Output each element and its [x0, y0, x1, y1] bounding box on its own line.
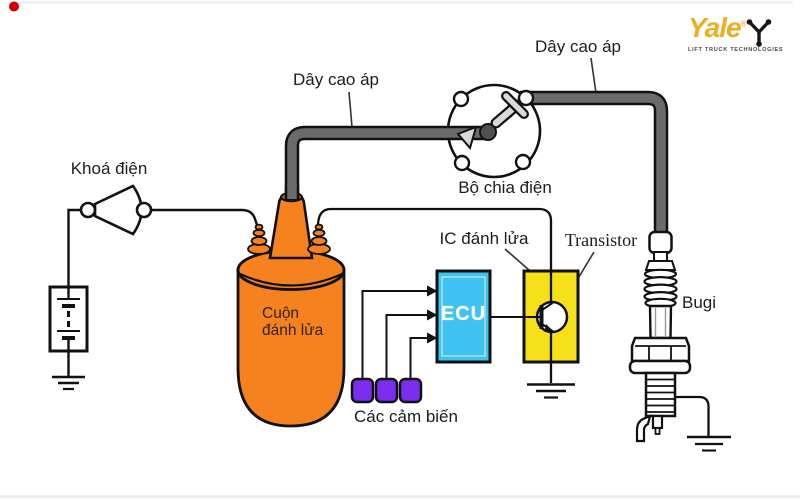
label-pointer-lines	[348, 57, 597, 306]
sensor-block-3	[398, 377, 423, 404]
yale-brand-icon	[746, 19, 772, 47]
coil-body	[236, 268, 346, 428]
label-sensors: Các cảm biến	[354, 407, 458, 426]
yale-tagline: LIFT TRUCK TECHNOLOGIES	[688, 47, 784, 53]
sensor-blocks	[350, 377, 423, 404]
wire-end-boss	[479, 123, 497, 141]
label-ignition-coil: Cuộn đánh lửa	[262, 305, 324, 339]
battery-circuit	[48, 208, 89, 391]
transistor-symbol	[490, 300, 569, 334]
label-distributor: Bộ chia điện	[458, 178, 552, 197]
label-high-voltage-wire-2: Dây cao áp	[535, 37, 621, 56]
label-ignition-ic: IC đánh lửa	[439, 229, 529, 248]
spark-plug-hex	[630, 336, 691, 363]
label-spark-plug: Bugi	[681, 293, 717, 312]
primary-circuit-wire	[316, 207, 553, 383]
distributor-terminals	[452, 89, 535, 172]
yale-wordmark: Yale®	[688, 12, 747, 43]
spark-plug-ground-electrode	[635, 414, 652, 443]
coil-terminal-right	[307, 223, 331, 255]
coil-terminal-left	[247, 223, 271, 255]
spark-plug	[628, 230, 692, 443]
sensor-wires	[361, 290, 427, 379]
high-voltage-wire-distributor-to-plug	[520, 90, 669, 240]
high-voltage-wire-coil-to-distributor	[284, 125, 486, 204]
coil-tower	[268, 194, 314, 260]
ecu-box	[435, 269, 492, 364]
ignition-switch-symbol	[79, 184, 260, 236]
distributor-rotor	[456, 91, 529, 151]
registered-mark: ®	[740, 19, 747, 29]
label-ignition-switch: Khoá điện	[70, 159, 148, 178]
ecu-text: ECU	[440, 303, 487, 325]
label-high-voltage-wire-1: Dây cao áp	[293, 70, 379, 89]
sensor-block-1	[350, 377, 375, 404]
red-dot	[9, 1, 19, 12]
ground-symbol-battery	[52, 375, 85, 391]
label-transistor: Transistor	[564, 230, 638, 250]
coil-terminals	[247, 223, 331, 255]
sensor-block-2	[374, 377, 399, 404]
ecu-input-arrowheads	[427, 285, 438, 344]
spark-plug-ground	[675, 395, 731, 452]
ground-symbol-ic	[527, 383, 575, 399]
